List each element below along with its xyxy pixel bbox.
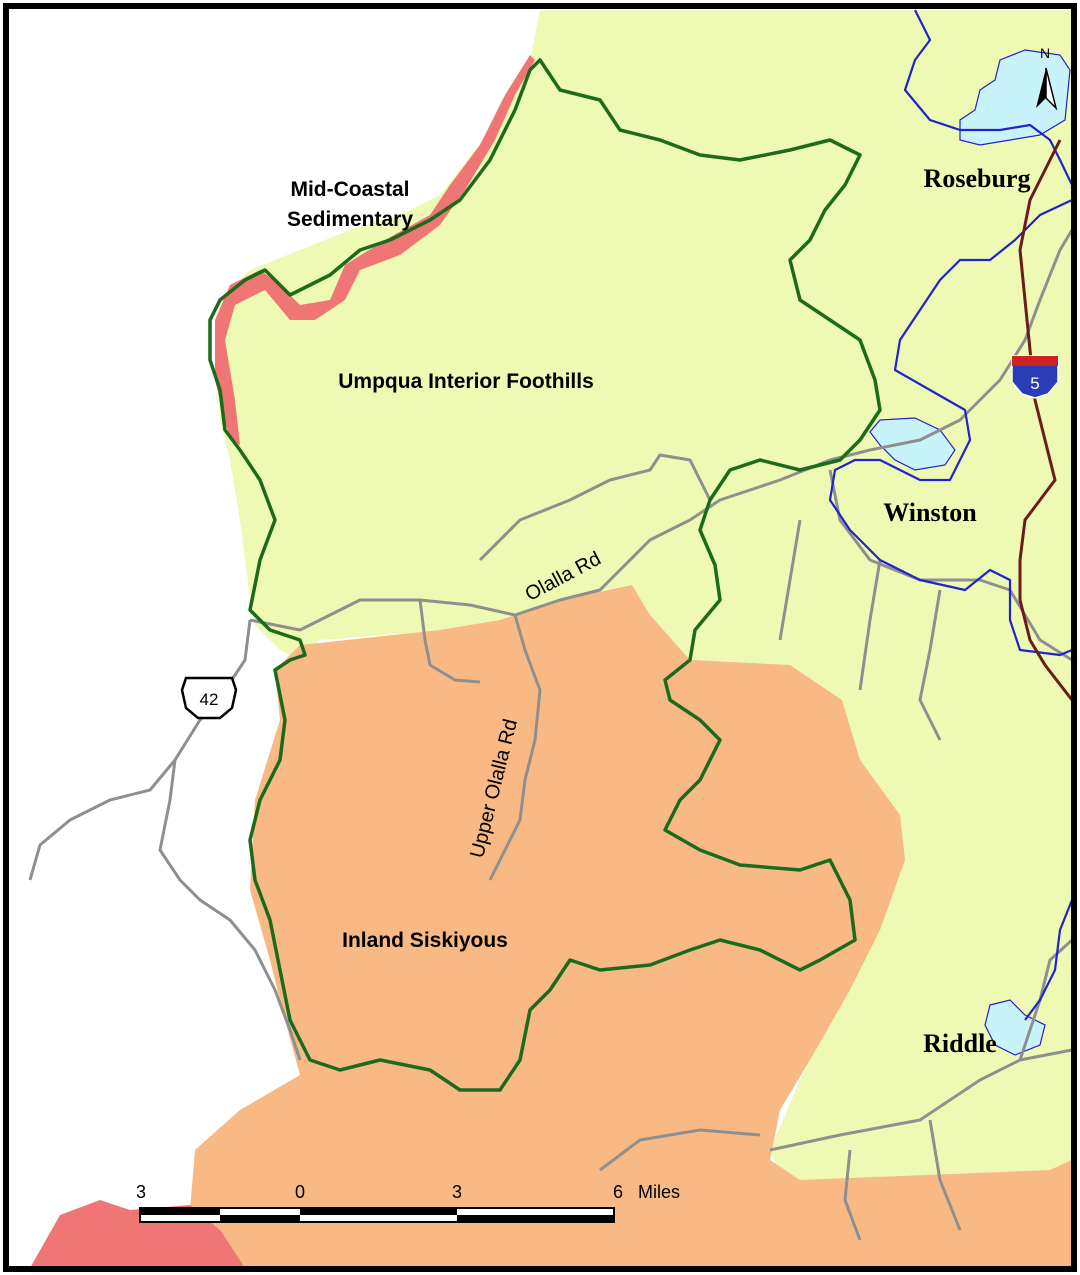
roseburg-urban-area	[959, 49, 1071, 146]
interstate-5-line	[1018, 139, 1074, 701]
riddle-urban-area	[984, 999, 1046, 1056]
scale-tick-3: 6	[613, 1182, 623, 1202]
south-umpqua-river	[828, 199, 1073, 657]
scale-tick-2: 3	[452, 1182, 462, 1202]
umpqua-foothills-label: Umpqua Interior Foothills	[338, 370, 594, 393]
mid-coastal-sedimentary-region	[215, 55, 535, 445]
north-arrow-letter: N	[1040, 45, 1050, 61]
south-roads	[599, 1048, 1073, 1241]
us-42-shield-number: 42	[200, 690, 219, 709]
interstate-5-shield-number: 5	[1030, 374, 1039, 393]
riddle-label: Riddle	[923, 1029, 997, 1058]
map-frame	[3, 3, 1077, 1272]
north-arrow-icon: N	[1036, 45, 1058, 111]
us-42-road-line	[28, 619, 252, 881]
southeast-roads	[828, 469, 1073, 662]
river-network	[828, 9, 1074, 1021]
inland-siskiyous-label: Inland Siskiyous	[342, 929, 508, 952]
us-42-spur	[158, 759, 302, 1061]
ecoregion-boundary	[208, 58, 882, 1092]
upper-olalla-road-line	[488, 614, 542, 881]
scale-tick-0: 3	[136, 1182, 146, 1202]
inland-siskiyous-region	[190, 585, 1072, 1268]
roseburg-label: Roseburg	[924, 164, 1031, 193]
scale-tick-1: 0	[295, 1182, 305, 1202]
scale-unit: Miles	[638, 1182, 680, 1202]
side-road-a	[418, 599, 481, 684]
mid-coastal-label-line1: Mid-Coastal	[290, 178, 409, 201]
south-river-riddle	[1024, 899, 1074, 1021]
north-umpqua-river	[903, 9, 1073, 186]
east-roads	[778, 519, 942, 741]
umpqua-foothills-region	[215, 10, 1072, 1268]
winston-label: Winston	[883, 498, 977, 527]
us-42-shield-icon: 42	[180, 676, 238, 720]
riddle-roads	[1018, 938, 1074, 1061]
scale-bar: 3 0 3 6 Miles	[136, 1182, 680, 1223]
side-road-b	[478, 453, 712, 562]
mid-coastal-label-line2: Sedimentary	[287, 208, 413, 231]
interstate-5-shield-icon: 5	[1011, 355, 1059, 399]
winston-urban-area	[869, 417, 956, 471]
